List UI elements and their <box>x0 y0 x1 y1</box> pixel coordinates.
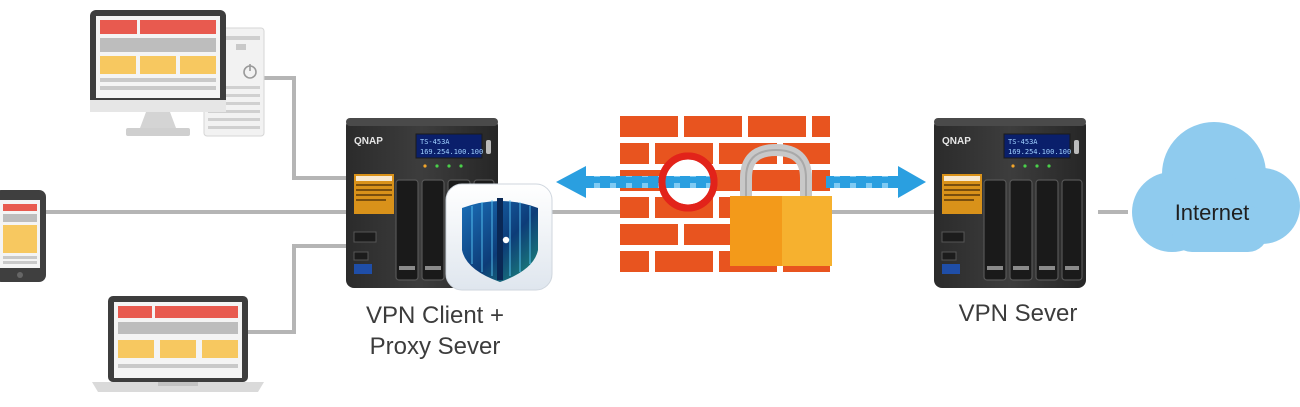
cables <box>46 76 1128 334</box>
laptop-cable <box>248 244 348 334</box>
client-label-line-1: VPN Client + <box>365 302 505 329</box>
firewall-brick <box>812 170 830 191</box>
nas-lcd-line-1: TS-453A <box>420 138 450 146</box>
nas-lcd-line-2: 169.254.100.100 <box>420 148 483 156</box>
padlock-icon <box>730 143 832 266</box>
firewall-brick <box>620 251 649 272</box>
tablet-icon <box>0 190 46 282</box>
firewall-brick <box>748 116 806 137</box>
nas-brand: QNAP <box>942 136 971 147</box>
server-label: VPN Sever <box>958 300 1078 327</box>
client-label-line-2: Proxy Sever <box>369 333 501 360</box>
nas-icon: QNAP TS-453A 169.254.100.100 <box>934 118 1086 288</box>
nas-lcd-line-1: TS-453A <box>1008 138 1038 146</box>
laptop-icon <box>92 296 264 392</box>
desktop-computer-icon <box>90 10 265 137</box>
firewall-brick <box>684 116 742 137</box>
blocked-icon <box>658 152 718 212</box>
firewall-brick <box>620 197 649 218</box>
nas-lcd-line-2: 169.254.100.100 <box>1008 148 1071 156</box>
firewall-brick <box>620 116 678 137</box>
internet-label: Internet <box>1175 200 1250 225</box>
firewall-brick <box>812 116 830 137</box>
cloud-icon <box>1132 122 1300 252</box>
nas-brand: QNAP <box>354 136 383 147</box>
firewall-brick <box>655 251 713 272</box>
vpn-shield-app-icon <box>445 183 553 291</box>
client-label: VPN Client + Proxy Sever <box>340 300 530 362</box>
firewall-brick <box>684 224 742 245</box>
desktop-cable <box>262 76 348 180</box>
firewall-brick <box>620 143 649 164</box>
firewall-brick <box>748 170 806 191</box>
firewall-brick <box>620 224 678 245</box>
tunnel-arrow-right <box>826 166 926 198</box>
